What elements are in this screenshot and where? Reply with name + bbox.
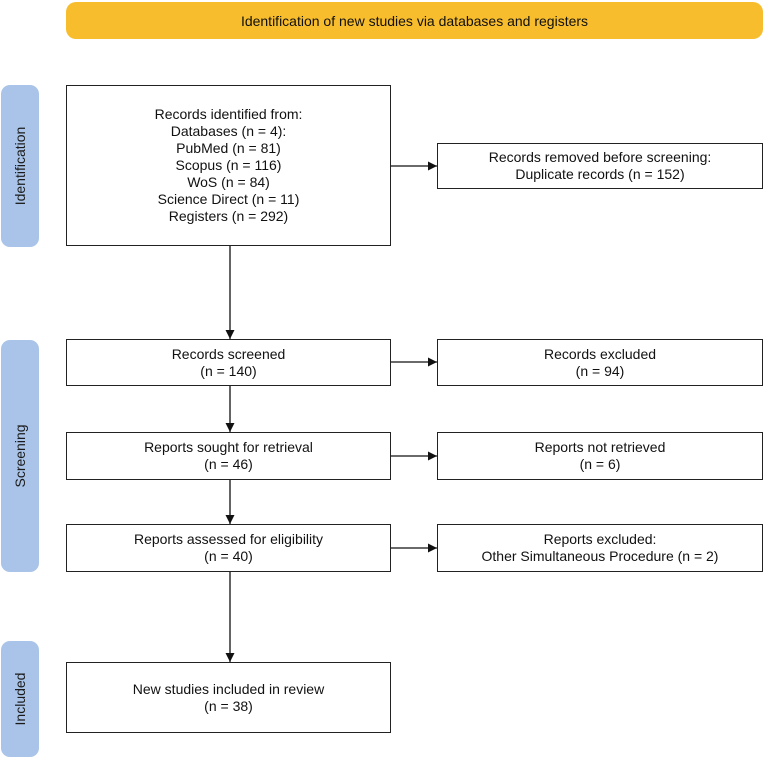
identified-line-7: Registers (n = 292) (168, 208, 289, 224)
assessed-line-2: (n = 40) (204, 548, 253, 564)
phase-screening: Screening (1, 340, 39, 572)
box-records-identified: Records identified from: Databases (n = … (66, 85, 391, 246)
reports-excluded-line-1: Reports excluded: (543, 531, 657, 547)
not-retrieved-line-1: Reports not retrieved (534, 439, 666, 455)
box-records-excluded: Records excluded (n = 94) (437, 339, 763, 386)
box-records-screened: Records screened (n = 140) (66, 339, 391, 386)
phase-identification: Identification (1, 85, 39, 247)
phase-included: Included (1, 641, 39, 757)
screened-line-1: Records screened (171, 345, 286, 362)
identified-line-2: Databases (n = 4): (170, 123, 287, 139)
banner-title: Identification of new studies via databa… (240, 12, 589, 29)
identified-line-6: Science Direct (n = 11) (157, 191, 300, 207)
box-reports-assessed: Reports assessed for eligibility (n = 40… (66, 524, 391, 572)
sought-line-1: Reports sought for retrieval (144, 439, 313, 455)
box-studies-included: New studies included in review (n = 38) (66, 662, 391, 733)
box-reports-not-retrieved: Reports not retrieved (n = 6) (437, 432, 763, 480)
identified-line-3: PubMed (n = 81) (176, 140, 281, 156)
not-retrieved-line-2: (n = 6) (579, 456, 621, 472)
assessed-line-1: Reports assessed for eligibility (133, 531, 324, 547)
identified-line-5: WoS (n = 84) (187, 174, 270, 190)
screened-line-2: (n = 140) (200, 362, 257, 379)
identified-line-1: Records identified from: (154, 106, 303, 122)
removed-line-2: Duplicate records (n = 152) (515, 166, 685, 182)
identified-line-4: Scopus (n = 116) (175, 157, 282, 173)
header-banner: Identification of new studies via databa… (66, 2, 763, 39)
removed-line-1: Records removed before screening: (488, 149, 712, 165)
box-records-removed: Records removed before screening: Duplic… (437, 143, 763, 189)
included-line-1: New studies included in review (132, 680, 325, 697)
included-line-2: (n = 38) (204, 697, 253, 714)
reports-excluded-line-2: Other Simultaneous Procedure (n = 2) (481, 548, 719, 564)
excluded-line-1: Records excluded (543, 345, 657, 362)
sought-line-2: (n = 46) (204, 456, 253, 472)
box-reports-excluded: Reports excluded: Other Simultaneous Pro… (437, 524, 763, 572)
excluded-line-2: (n = 94) (575, 362, 625, 379)
box-reports-sought: Reports sought for retrieval (n = 46) (66, 432, 391, 480)
